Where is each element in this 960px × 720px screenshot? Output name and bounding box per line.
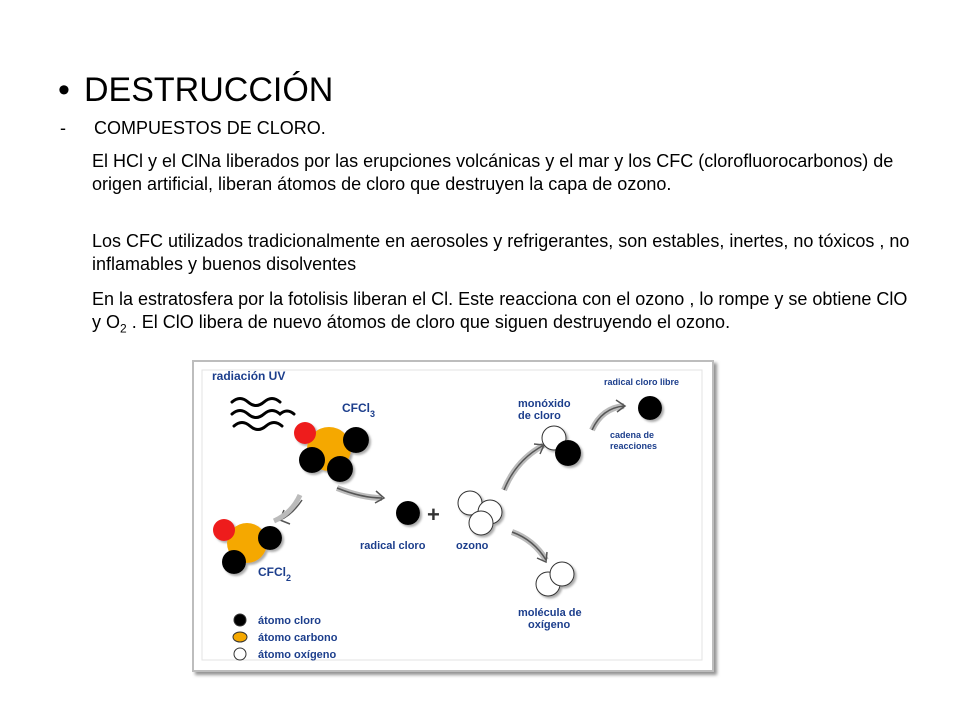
atom-chlorine xyxy=(327,456,353,482)
label-molecula-1: molécula de xyxy=(518,607,582,619)
label-molecula-2: oxígeno xyxy=(528,619,570,631)
diagram-svg: radiación UV CFCl3 CFCl2 + radical cloro… xyxy=(192,360,714,672)
atom-chlorine xyxy=(299,447,325,473)
clo-molecule xyxy=(541,425,581,466)
ozone-destruction-diagram: radiación UV CFCl3 CFCl2 + radical cloro… xyxy=(192,360,722,680)
atom-chlorine xyxy=(222,550,246,574)
label-cfcl2: CFCl2 xyxy=(258,565,291,583)
radical-chlorine-atom xyxy=(396,501,420,525)
arrow-to-radical xyxy=(336,487,386,504)
atom-fluorine xyxy=(213,519,235,541)
legend: átomo cloro átomo carbono átomo oxígeno xyxy=(232,613,338,661)
label-ozono: ozono xyxy=(456,540,489,552)
cfcl2-molecule xyxy=(213,519,282,574)
paragraph-3-subscript: 2 xyxy=(120,321,127,336)
atom-fluorine xyxy=(294,422,316,444)
label-radical-libre: radical cloro libre xyxy=(604,377,679,387)
title-bullet: • xyxy=(58,71,70,109)
paragraph-3-part2: . El ClO libera de nuevo átomos de cloro… xyxy=(126,312,731,332)
label-cadena-1: cadena de xyxy=(610,430,654,440)
atom-chlorine xyxy=(343,427,369,453)
legend-label-carbono: átomo carbono xyxy=(258,632,338,644)
label-cfcl3: CFCl3 xyxy=(342,401,375,419)
paragraph-1: El HCl y el ClNa liberados por las erupc… xyxy=(92,151,894,194)
title-text: DESTRUCCIÓN xyxy=(84,71,334,109)
diagram-inner-frame xyxy=(201,369,703,661)
paragraph-2: Los CFC utilizados tradicionalmente en a… xyxy=(92,231,910,274)
uv-waves-icon xyxy=(230,397,296,431)
paragraph-3: En la estratosfera por la fotolisis libe… xyxy=(92,288,912,341)
plus-sign: + xyxy=(427,502,440,527)
label-radiacion-uv: radiación UV xyxy=(212,369,285,383)
label-monoxido-1: monóxido xyxy=(518,398,571,410)
legend-swatch-carbono xyxy=(232,631,248,643)
atom-oxygen xyxy=(549,561,575,587)
slide-title: • DESTRUCCIÓN xyxy=(58,70,333,110)
label-radical-cloro: radical cloro xyxy=(360,540,426,552)
legend-swatch-cloro xyxy=(233,613,247,627)
legend-label-oxigeno: átomo oxígeno xyxy=(258,649,337,661)
o2-molecule xyxy=(535,561,575,597)
paragraph-3-part1: En la estratosfera por la fotolisis libe… xyxy=(92,289,908,332)
atom-oxygen xyxy=(468,510,494,536)
atom-chlorine xyxy=(555,440,581,466)
subtitle-dash: - xyxy=(60,118,66,138)
ozone-molecule xyxy=(457,490,503,536)
arrow-to-cfcl2-body xyxy=(272,493,303,524)
label-cadena-2: reacciones xyxy=(610,441,657,451)
arrow-to-radical-libre xyxy=(591,399,627,431)
legend-label-cloro: átomo cloro xyxy=(258,615,321,627)
free-chlorine-atom xyxy=(638,396,662,420)
atom-chlorine xyxy=(258,526,282,550)
label-monoxido-2: de cloro xyxy=(518,410,561,422)
legend-swatch-oxigeno xyxy=(233,647,247,661)
subtitle: COMPUESTOS DE CLORO. xyxy=(94,118,326,138)
arrow-to-oxigeno xyxy=(511,531,548,564)
cfcl3-molecule xyxy=(294,422,369,482)
